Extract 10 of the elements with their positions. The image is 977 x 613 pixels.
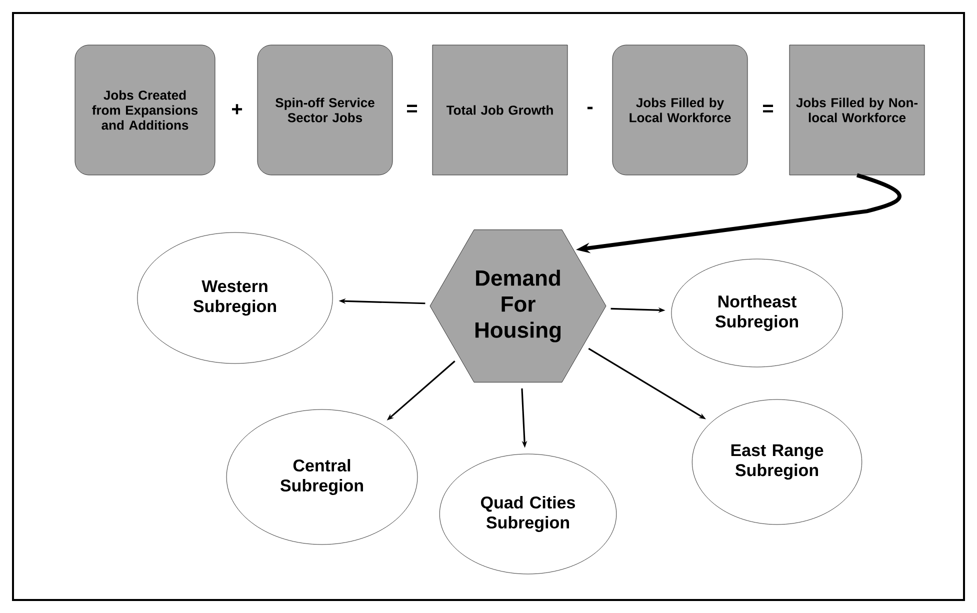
process-box: Spin-off Service Sector Jobs	[257, 44, 393, 176]
operator-sign: +	[232, 104, 242, 114]
operator-sign: =	[763, 104, 774, 112]
process-box: Total Job Growth	[432, 44, 568, 176]
process-box: Jobs Filled by Local Workforce	[612, 44, 748, 176]
operator-sign: -	[587, 106, 593, 110]
operator-sign: =	[407, 104, 418, 112]
demand-hexagon: Demand For Housing	[430, 230, 606, 382]
process-box: Jobs Filled by Non-local Workforce	[789, 44, 925, 176]
process-box: Jobs Created from Expansions and Additions	[74, 44, 216, 176]
